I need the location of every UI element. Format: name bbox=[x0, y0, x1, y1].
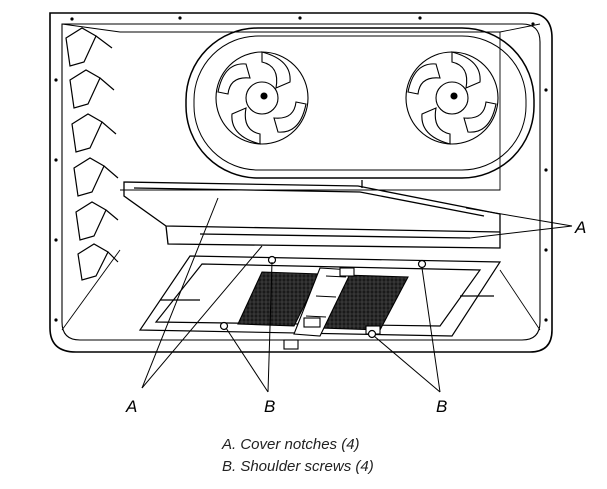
bottom-latch bbox=[283, 339, 299, 350]
callout-b-right: B bbox=[436, 397, 447, 416]
callout-a-bottom-left: A bbox=[125, 397, 137, 416]
legend-cover-notches: A. Cover notches (4) bbox=[222, 436, 360, 453]
leader-lines bbox=[141, 197, 573, 393]
element-cover bbox=[123, 180, 501, 249]
fan-cover bbox=[185, 27, 535, 179]
rack-supports-left bbox=[65, 27, 119, 281]
shoulder-screws bbox=[219, 255, 427, 339]
fan-left bbox=[215, 51, 309, 145]
frame-rivets bbox=[54, 16, 548, 322]
callout-a-right: A bbox=[574, 218, 586, 237]
floor-well bbox=[138, 255, 502, 337]
legend-shoulder-screws: B. Shoulder screws (4) bbox=[222, 458, 374, 475]
filter-panels bbox=[237, 267, 409, 337]
fan-right bbox=[405, 51, 499, 145]
callout-b-center: B bbox=[264, 397, 275, 416]
oven-frame bbox=[49, 12, 553, 353]
